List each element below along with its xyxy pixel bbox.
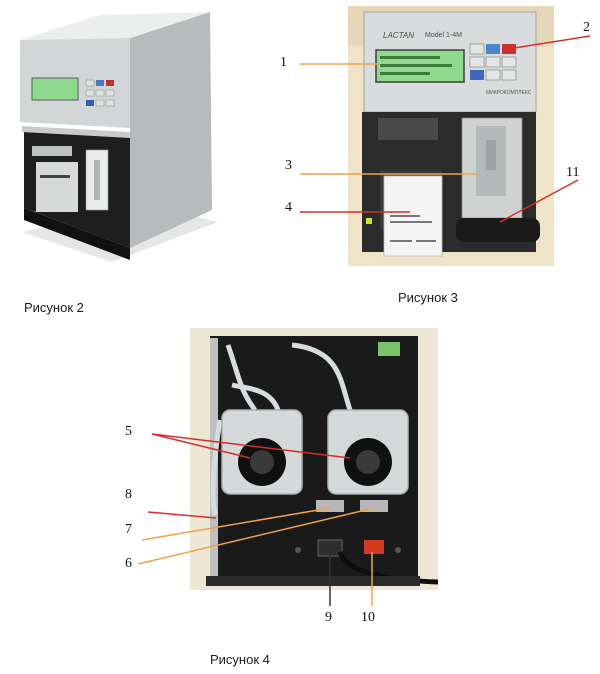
printer-paper-fig2 xyxy=(36,162,78,212)
callout-10: 10 xyxy=(361,610,375,625)
callout-4: 4 xyxy=(285,200,292,215)
device-brand-label: LACTAN xyxy=(383,31,414,40)
callout-9: 9 xyxy=(325,610,332,625)
keypad-fig3 xyxy=(469,43,517,81)
caption-figure-4: Рисунок 4 xyxy=(210,652,270,667)
power-switch-10 xyxy=(364,540,384,554)
callout-11: 11 xyxy=(566,165,580,180)
device-maker-label: МИКРОКОМПЛЕКС xyxy=(486,90,532,96)
callout-2: 2 xyxy=(583,20,590,35)
callout-7: 7 xyxy=(125,522,132,537)
callout-8: 8 xyxy=(125,487,132,502)
callout-3: 3 xyxy=(285,158,292,173)
callout-5: 5 xyxy=(125,424,132,439)
callout-1: 1 xyxy=(280,55,287,70)
caption-figure-2: Рисунок 2 xyxy=(24,300,84,315)
lcd-display-fig2 xyxy=(31,77,79,101)
device-side-face xyxy=(130,12,212,248)
bumper-fig3 xyxy=(456,218,540,242)
device-top-face xyxy=(20,12,210,40)
caption-figure-3: Рисунок 3 xyxy=(398,290,458,305)
callout-6: 6 xyxy=(125,556,132,571)
device-model-label: Model 1-4M xyxy=(425,32,462,39)
